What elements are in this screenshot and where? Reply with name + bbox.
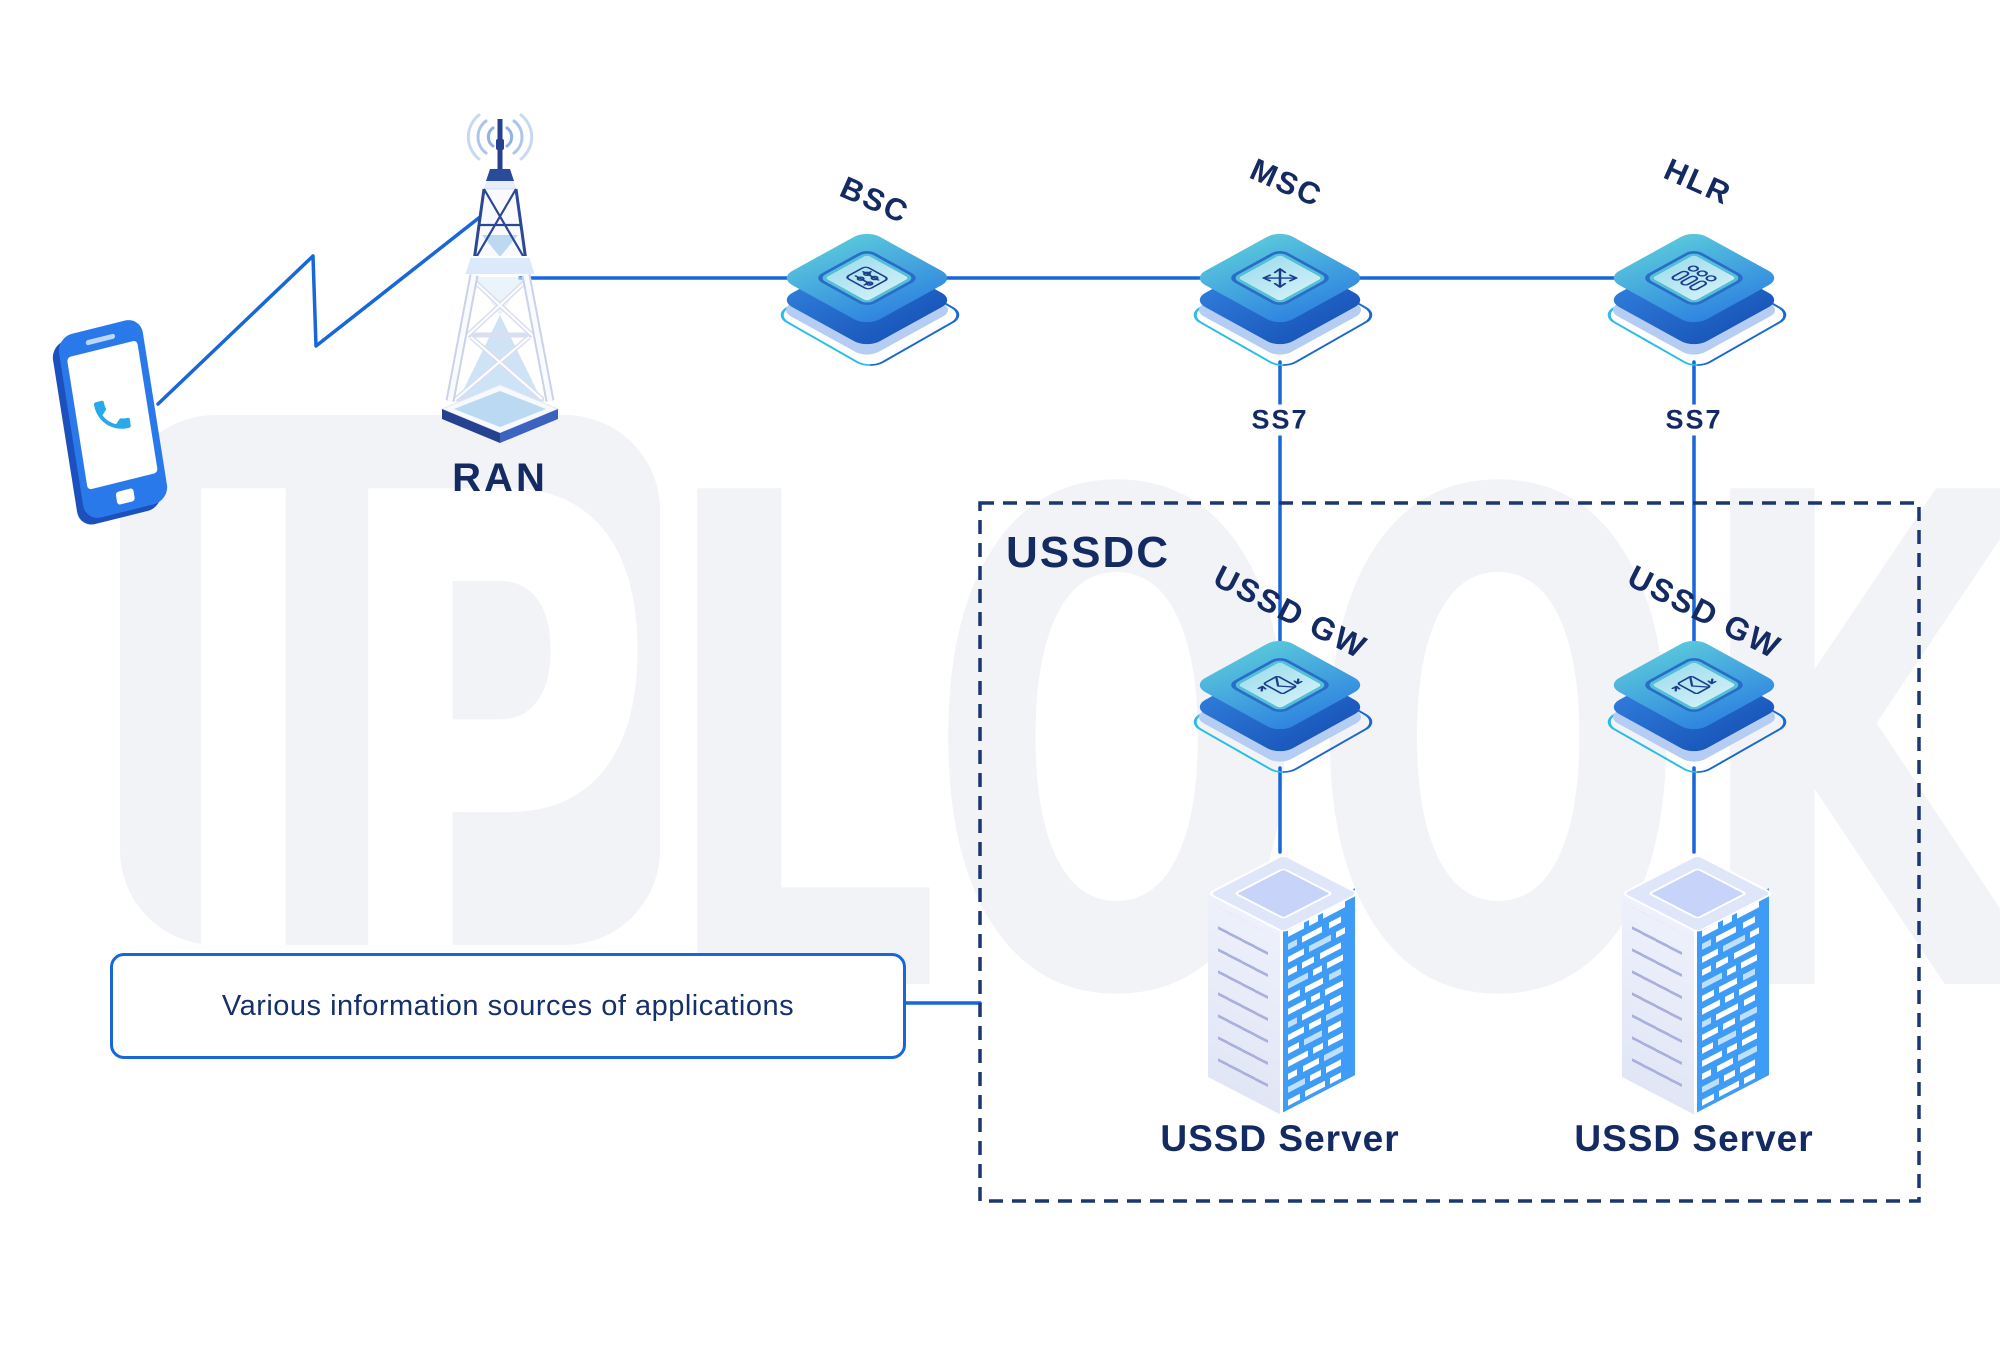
phone-home-button bbox=[115, 487, 136, 506]
rack-top-inset bbox=[1647, 867, 1748, 920]
phone-to-tower-zigzag-line bbox=[156, 204, 496, 406]
ran-label: RAN bbox=[452, 456, 548, 500]
node-panel-ridge bbox=[1226, 248, 1334, 308]
node-panel bbox=[1645, 658, 1743, 712]
node-panel-ridge bbox=[1640, 248, 1748, 308]
rack-data-pattern bbox=[1288, 901, 1345, 1106]
watermark-background-square bbox=[120, 415, 660, 945]
node-panel-ridge bbox=[813, 248, 921, 308]
ussd-server-1-label: USSD Server bbox=[1160, 1118, 1400, 1159]
info-box: Various information sources of applicati… bbox=[110, 953, 906, 1059]
phone-body bbox=[56, 316, 170, 522]
node-box-top bbox=[1192, 229, 1368, 327]
ussdc-label: USSDC bbox=[1006, 528, 1171, 577]
node-panel-ridge bbox=[1226, 655, 1334, 715]
node-panel-ridge bbox=[1640, 655, 1748, 715]
ussdc-dashed-boundary bbox=[978, 501, 1921, 1203]
node-panel bbox=[1645, 251, 1743, 305]
node-box-top bbox=[1192, 636, 1368, 734]
node-panel bbox=[1231, 251, 1329, 305]
rack-top-inset bbox=[1233, 867, 1334, 920]
circuit-board-icon bbox=[846, 266, 888, 290]
subscriber-registry-icon bbox=[1671, 265, 1717, 291]
message-gateway-icon bbox=[1257, 675, 1303, 695]
ss7-label-msc: SS7 bbox=[1245, 404, 1315, 436]
node-panel bbox=[818, 251, 916, 305]
rack-right-face bbox=[1280, 888, 1355, 1114]
phone-handset-icon bbox=[93, 400, 131, 429]
rack-vent-lines bbox=[1218, 907, 1268, 1099]
node-box-top bbox=[1606, 636, 1782, 734]
info-box-text: Various information sources of applicati… bbox=[221, 989, 795, 1022]
ss7-label-hlr: SS7 bbox=[1659, 404, 1729, 436]
ussd-server-2-label: USSD Server bbox=[1574, 1118, 1814, 1159]
node-box-top bbox=[779, 229, 955, 327]
message-gateway-icon bbox=[1671, 675, 1717, 695]
mobile-phone bbox=[56, 316, 170, 522]
rack-data-pattern bbox=[1702, 901, 1759, 1106]
node-panel bbox=[1231, 658, 1329, 712]
node-box-top bbox=[1606, 229, 1782, 327]
phone-screen bbox=[66, 340, 158, 490]
crossed-arrows-icon bbox=[1262, 268, 1298, 288]
rack-right-face bbox=[1694, 888, 1769, 1114]
phone-speaker bbox=[85, 333, 116, 346]
cell-tower-icon bbox=[440, 113, 560, 443]
rack-vent-lines bbox=[1632, 907, 1682, 1099]
